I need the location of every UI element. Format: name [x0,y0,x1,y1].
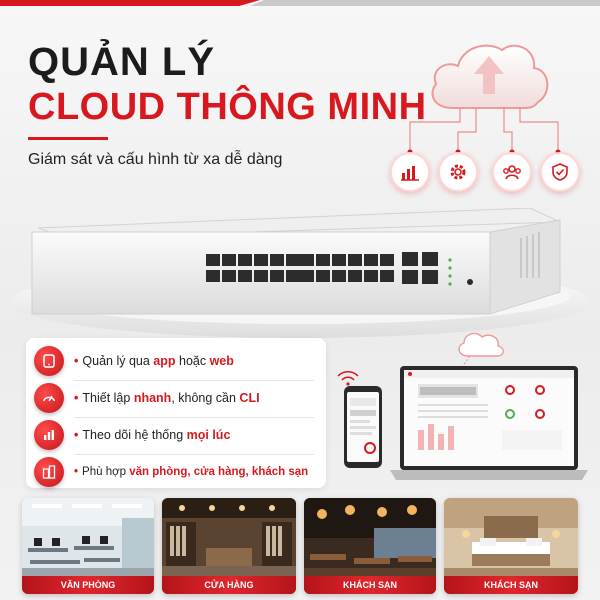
feature-text-app-web: •Quản lý qua app hoặc web [74,354,234,368]
feature-row-app-web: •Quản lý qua app hoặc web [34,344,324,378]
feature-row-quick-setup: •Thiết lập nhanh, không cần CLI [34,381,324,415]
users-icon [492,152,532,192]
chart-icon [390,152,430,192]
top-red-stripe [0,0,260,6]
feature-divider [74,417,314,418]
feature-text-quick-setup: •Thiết lập nhanh, không cần CLI [74,391,260,405]
photo-hotel-room: KHÁCH SẠN [444,498,578,594]
photo-caption: KHÁCH SẠN [444,576,578,594]
photo-hotel-restaurant: KHÁCH SẠN [304,498,436,594]
shield-check-icon [540,152,580,192]
feature-divider [74,380,314,381]
photo-caption: CỬA HÀNG [162,576,296,594]
gear-icon [438,152,478,192]
buildings-icon [34,457,64,487]
top-gray-stripe [250,0,600,6]
cloud-connector-lines [407,108,561,155]
headline-underline [28,137,108,140]
small-cloud-icon [458,332,504,357]
app-web-icon [34,346,64,376]
headline-line1: QUẢN LÝ [28,40,215,84]
photo-office: VĂN PHÒNG [22,498,154,594]
feature-row-suitable: •Phù hợp văn phòng, cửa hàng, khách sạn [34,455,324,489]
wifi-icon [337,371,359,381]
bar-chart-icon [34,420,64,450]
top-accent-bar [0,0,600,14]
feature-text-suitable: •Phù hợp văn phòng, cửa hàng, khách sạn [74,466,309,478]
photo-caption: KHÁCH SẠN [304,576,436,594]
feature-list-panel: •Quản lý qua app hoặc web •Thiết lập nha… [26,338,326,488]
phone-laptop-devices [337,332,588,480]
speedometer-icon [34,383,64,413]
photo-caption: VĂN PHÒNG [22,576,154,594]
headline-subtitle: Giám sát và cấu hình từ xa dễ dàng [28,151,283,168]
cloud-upload-icon [431,44,549,109]
feature-divider [74,454,314,455]
network-switch-device [31,208,561,315]
headline-line2: CLOUD THÔNG MINH [28,86,427,128]
photo-store: CỬA HÀNG [162,498,296,594]
feature-text-monitoring: •Theo dõi hệ thống mọi lúc [74,428,231,442]
feature-row-monitoring: •Theo dõi hệ thống mọi lúc [34,418,324,452]
